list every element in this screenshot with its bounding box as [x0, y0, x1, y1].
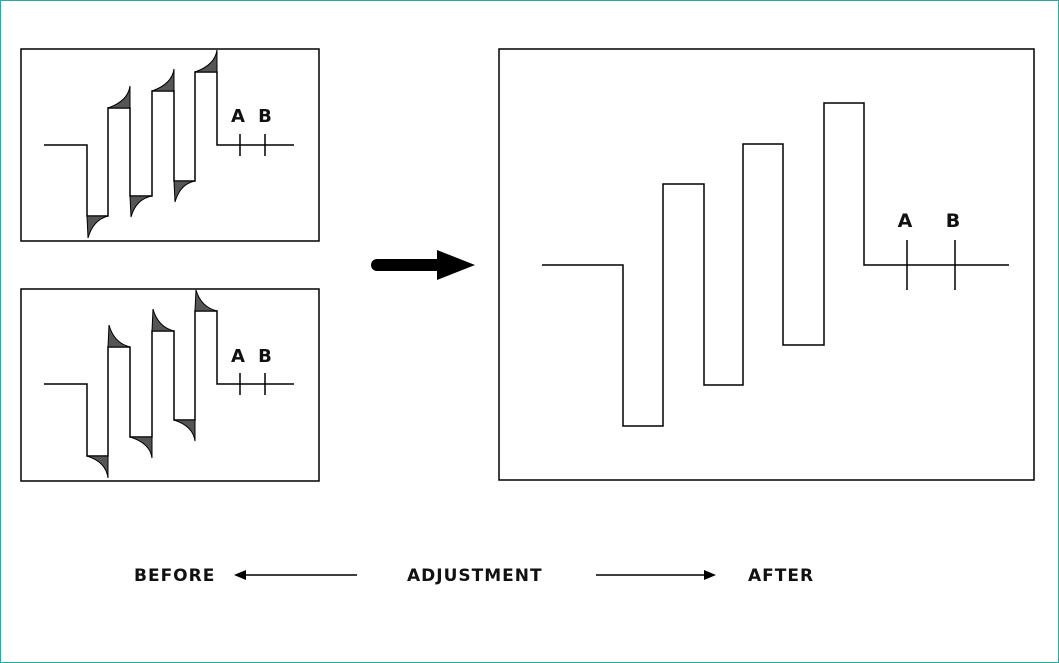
- before-bottom-marker-a: A: [231, 346, 245, 367]
- after-panel: A B: [498, 48, 1035, 481]
- caption-row: BEFORE ADJUSTMENT AFTER: [134, 566, 814, 586]
- before-top-overshoots: [86, 49, 218, 239]
- before-panel-top: A B: [20, 48, 320, 242]
- before-panel-bottom: A B: [20, 288, 320, 482]
- adjustment-label: ADJUSTMENT: [407, 566, 543, 586]
- before-panel-bottom-border: [20, 288, 320, 482]
- after-waveform: [542, 102, 1009, 427]
- left-arrow-icon: [234, 570, 357, 580]
- before-bottom-marker-b: B: [258, 346, 272, 367]
- after-marker-b: B: [946, 210, 960, 232]
- after-label: AFTER: [748, 566, 814, 586]
- before-top-marker-b: B: [258, 106, 272, 127]
- before-top-marker-a: A: [231, 106, 245, 127]
- before-bottom-overshoots: [86, 289, 218, 479]
- before-label: BEFORE: [134, 566, 215, 586]
- right-arrow-icon: [596, 570, 716, 580]
- adjustment-arrow-icon: [371, 250, 475, 280]
- after-marker-a: A: [898, 210, 913, 232]
